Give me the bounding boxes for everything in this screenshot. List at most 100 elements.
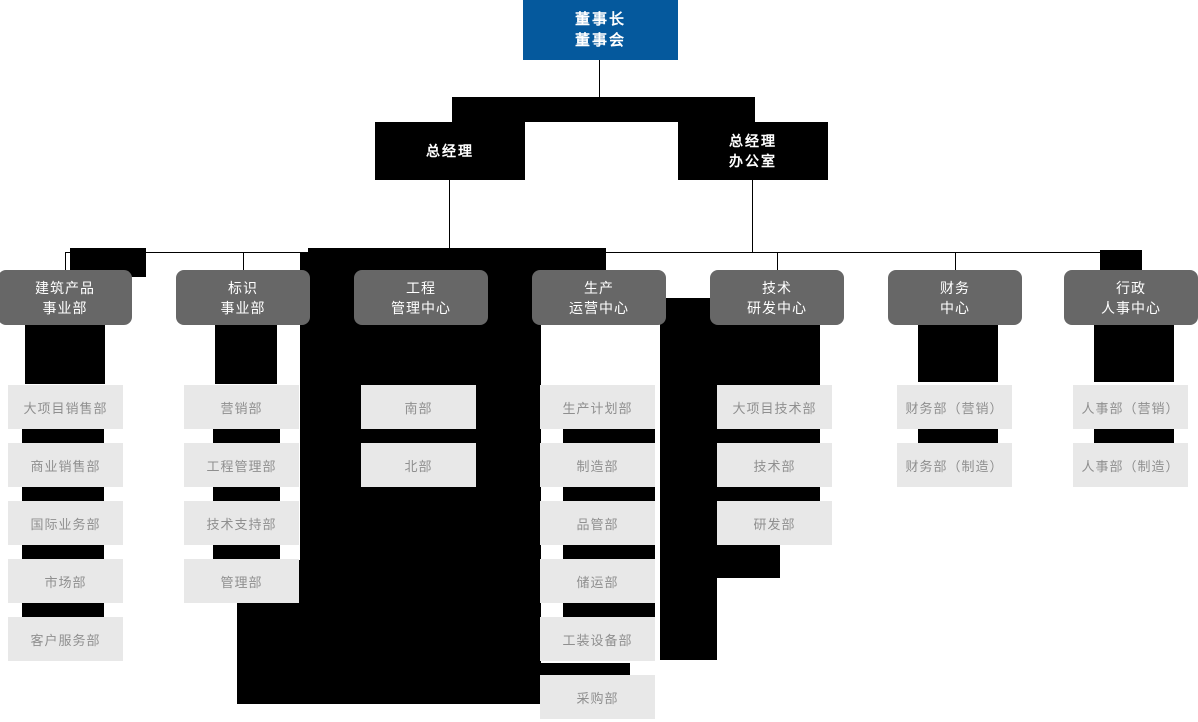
division-header-line: 事业部: [42, 299, 88, 316]
division-header-line: 财务: [940, 279, 970, 296]
department-label: 北部: [404, 458, 433, 474]
department-box: 客户服务部: [8, 617, 123, 661]
connector-block: [215, 324, 277, 384]
connector-block: [1094, 429, 1174, 443]
connector-line: [449, 180, 450, 252]
department-label: 市场部: [44, 574, 87, 590]
division-header-line: 工程: [406, 279, 436, 296]
division-header: 建筑产品事业部: [0, 270, 132, 325]
connector-block: [563, 487, 655, 501]
department-box: 研发部: [717, 501, 832, 545]
connector-block: [213, 487, 280, 501]
department-label: 储运部: [576, 574, 619, 590]
connector-block: [918, 429, 998, 443]
connector-block: [22, 545, 104, 559]
division-header: 技术研发中心: [710, 270, 844, 325]
department-box: 财务部（营销）: [897, 385, 1012, 429]
connector-block: [563, 545, 655, 559]
department-label: 财务部（制造）: [905, 458, 1004, 474]
department-label: 大项目销售部: [23, 400, 108, 416]
department-box: 生产计划部: [540, 385, 655, 429]
connector-block: [563, 603, 655, 617]
department-label: 工装设备部: [562, 632, 633, 648]
department-label: 研发部: [753, 516, 796, 532]
connector-line: [243, 252, 244, 272]
department-label: 技术支持部: [206, 516, 277, 532]
connector-line: [752, 180, 753, 252]
division-header-line: 管理中心: [391, 299, 451, 316]
division-header: 财务中心: [888, 270, 1022, 325]
connector-block: [1094, 324, 1174, 382]
gm-office-line1: 总经理: [729, 133, 777, 149]
department-box: 营销部: [184, 385, 299, 429]
connector-block: [563, 429, 655, 443]
division-header-line: 中心: [940, 299, 970, 316]
department-box: 品管部: [540, 501, 655, 545]
department-box: 市场部: [8, 559, 123, 603]
connector-block: [717, 429, 820, 443]
department-box: 制造部: [540, 443, 655, 487]
department-box: 大项目销售部: [8, 385, 123, 429]
division-header-line: 标识: [228, 279, 258, 296]
department-label: 财务部（营销）: [905, 400, 1004, 416]
department-box: 南部: [361, 385, 476, 429]
department-label: 生产计划部: [562, 400, 633, 416]
department-box: 人事部（营销）: [1073, 385, 1188, 429]
connector-block: [541, 663, 630, 675]
division-header-line: 研发中心: [747, 299, 807, 316]
department-box: 工程管理部: [184, 443, 299, 487]
connector-block: [213, 429, 280, 443]
department-label: 工程管理部: [206, 458, 277, 474]
division-header-line: 运营中心: [569, 299, 629, 316]
department-label: 营销部: [220, 400, 263, 416]
department-box: 财务部（制造）: [897, 443, 1012, 487]
department-box: 人事部（制造）: [1073, 443, 1188, 487]
department-label: 采购部: [576, 690, 619, 706]
department-box: 国际业务部: [8, 501, 123, 545]
division-header-line: 建筑产品: [35, 279, 95, 296]
department-box: 工装设备部: [540, 617, 655, 661]
department-label: 技术部: [753, 458, 796, 474]
department-label: 大项目技术部: [732, 400, 817, 416]
department-label: 制造部: [576, 458, 619, 474]
division-header: 行政人事中心: [1064, 270, 1198, 325]
connector-line: [777, 252, 778, 272]
chairman-box: 董事长 董事会: [523, 0, 678, 60]
connector-block: [22, 603, 104, 617]
connector-block: [25, 324, 105, 384]
division-header: 工程管理中心: [354, 270, 488, 325]
connector-line: [599, 60, 600, 97]
connector-line: [955, 252, 956, 272]
gm-office-line2: 办公室: [729, 153, 777, 169]
department-label: 南部: [404, 400, 433, 416]
division-header-line: 事业部: [220, 299, 266, 316]
connector-block: [22, 487, 104, 501]
department-box: 采购部: [540, 675, 655, 719]
department-label: 客户服务部: [30, 632, 101, 648]
connector-block: [918, 324, 998, 382]
connector-line: [65, 252, 66, 272]
department-box: 技术支持部: [184, 501, 299, 545]
department-label: 国际业务部: [30, 516, 101, 532]
general-manager-label: 总经理: [426, 143, 474, 159]
division-header: 生产运营中心: [532, 270, 666, 325]
department-label: 人事部（制造）: [1081, 458, 1180, 474]
division-header-line: 生产: [584, 279, 614, 296]
connector-block: [452, 97, 755, 122]
connector-block: [22, 429, 104, 443]
department-box: 储运部: [540, 559, 655, 603]
department-box: 技术部: [717, 443, 832, 487]
connector-block: [717, 324, 820, 385]
connector-block: [660, 298, 717, 660]
department-box: 商业销售部: [8, 443, 123, 487]
division-header-line: 技术: [762, 279, 792, 296]
division-header-line: 行政: [1116, 279, 1146, 296]
connector-block: [213, 545, 280, 559]
connector-block: [690, 545, 780, 578]
division-header-line: 人事中心: [1101, 299, 1161, 316]
chairman-line1: 董事长: [574, 11, 626, 28]
department-box: 管理部: [184, 559, 299, 603]
division-header: 标识事业部: [176, 270, 310, 325]
department-label: 管理部: [220, 574, 263, 590]
